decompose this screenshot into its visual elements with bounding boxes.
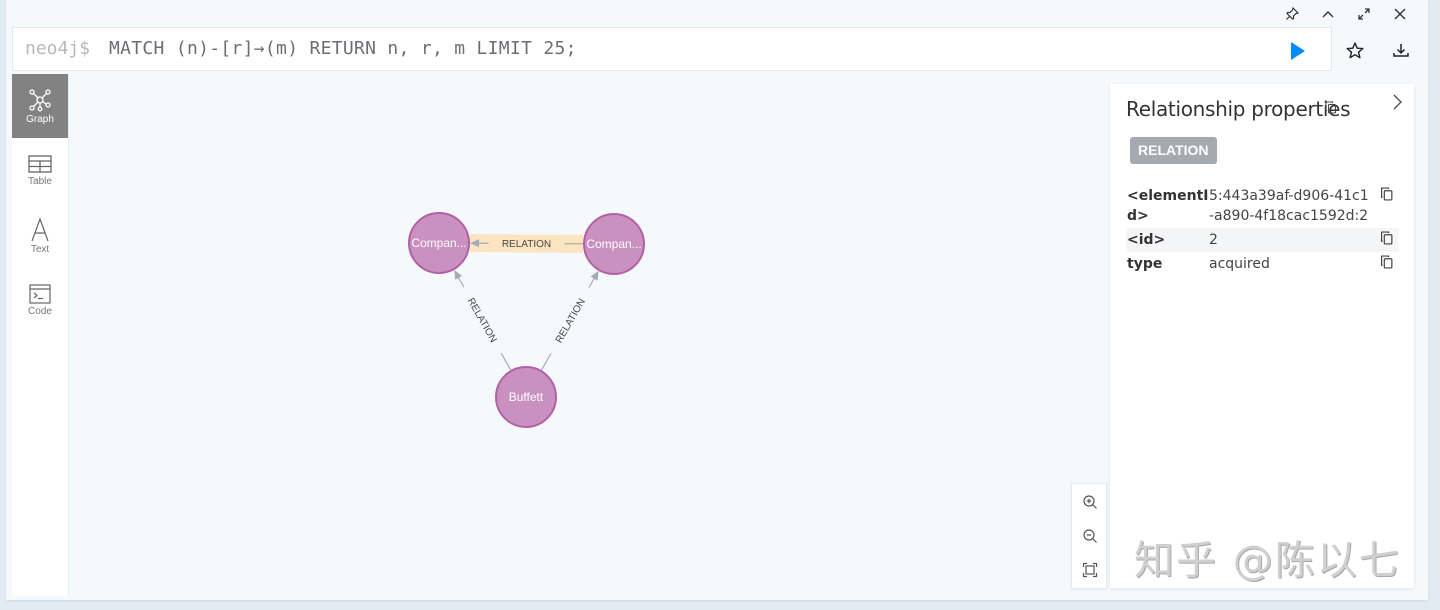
- graph-node[interactable]: Compan...: [408, 212, 470, 274]
- properties-table: <elementI d> 5:443a39af-d906-41c1-a890-4…: [1126, 184, 1398, 276]
- arrowhead-icon: [454, 269, 463, 280]
- arrowhead-icon: [469, 239, 480, 248]
- fit-icon[interactable]: [1080, 560, 1100, 580]
- node-circle: [495, 366, 557, 428]
- sidebar-item-code[interactable]: Code: [12, 270, 68, 334]
- sidebar-item-graph[interactable]: Graph: [12, 74, 68, 138]
- node-label: Buffett: [509, 390, 544, 404]
- edge-line: [457, 275, 465, 288]
- property-value: 2: [1209, 232, 1218, 248]
- copy-icon[interactable]: [1380, 231, 1394, 245]
- property-key: type: [1127, 256, 1163, 272]
- copy-icon[interactable]: [1380, 187, 1394, 201]
- collapse-icon[interactable]: [1318, 4, 1338, 24]
- copy-icon[interactable]: [1380, 255, 1394, 269]
- graph-node[interactable]: Compan...: [583, 213, 645, 275]
- play-icon: [1291, 42, 1305, 60]
- watermark: 知乎 @陈以七: [1134, 538, 1401, 584]
- favorite-button[interactable]: [1342, 38, 1368, 64]
- edge-label: RELATION: [554, 297, 588, 345]
- property-row: type acquired: [1126, 252, 1398, 276]
- property-row: <id> 2: [1126, 228, 1398, 252]
- sidebar-item-table[interactable]: Table: [12, 140, 68, 204]
- zoom-in-icon[interactable]: [1080, 492, 1100, 512]
- window-controls: [1282, 4, 1410, 24]
- property-row: <elementI d> 5:443a39af-d906-41c1-a890-4…: [1126, 184, 1398, 228]
- edge-line: [540, 353, 552, 371]
- query-editor[interactable]: neo4j$ MATCH (n)-[r]→(m) RETURN n, r, m …: [12, 27, 1332, 71]
- star-icon: [1346, 42, 1364, 59]
- query-text[interactable]: MATCH (n)-[r]→(m) RETURN n, r, m LIMIT 2…: [109, 38, 577, 59]
- relationship-properties-panel: Relationship properties RELATION <elemen…: [1110, 84, 1414, 588]
- sidebar-item-label: Code: [28, 306, 52, 317]
- relationship-type-badge[interactable]: RELATION: [1130, 137, 1217, 164]
- sidebar-item-label: Text: [30, 244, 50, 255]
- property-value: 5:443a39af-d906-41c1-a890-4f18cac1592d:2: [1209, 188, 1369, 224]
- graph-canvas[interactable]: RELATION RELATION RELATION Compan... Compan…: [69, 74, 1428, 596]
- node-label: Compan...: [586, 237, 641, 251]
- panel-title: Relationship properties: [1126, 97, 1351, 121]
- relationship-edge[interactable]: RELATION: [454, 269, 512, 371]
- zoom-out-icon[interactable]: [1080, 526, 1100, 546]
- table-icon: [28, 155, 52, 173]
- edge-label: RELATION: [465, 296, 499, 344]
- arrowhead-icon: [590, 270, 599, 281]
- node-label: Compan...: [411, 236, 466, 250]
- edge-line: [588, 276, 596, 288]
- property-key: <id>: [1127, 232, 1166, 248]
- node-circle: [408, 212, 470, 274]
- edge-line: [500, 352, 512, 371]
- edge-label: RELATION: [502, 239, 551, 250]
- relationship-edge[interactable]: RELATION: [540, 270, 599, 371]
- chevron-right-icon[interactable]: [1387, 92, 1407, 112]
- fullscreen-icon[interactable]: [1354, 4, 1374, 24]
- pin-icon[interactable]: [1282, 4, 1302, 24]
- graph-icon: [29, 89, 51, 112]
- download-icon: [1393, 44, 1409, 57]
- close-icon[interactable]: [1390, 4, 1410, 24]
- sidebar-item-label: Table: [28, 176, 52, 187]
- relationship-edge[interactable]: RELATION: [469, 234, 584, 253]
- editor-prompt: neo4j$: [25, 38, 91, 59]
- code-icon: [29, 284, 51, 304]
- result-frame: neo4j$ MATCH (n)-[r]→(m) RETURN n, r, m …: [6, 0, 1428, 600]
- node-circle: [583, 213, 645, 275]
- text-icon: [31, 218, 49, 242]
- sidebar-item-label: Graph: [26, 114, 54, 125]
- edge-highlight: [469, 234, 584, 253]
- sidebar-item-text[interactable]: Text: [12, 204, 68, 268]
- zoom-controls: [1071, 483, 1107, 589]
- graph-node[interactable]: Buffett: [495, 366, 557, 428]
- view-sidebar: Graph Table Text Code: [12, 74, 69, 596]
- run-button[interactable]: [1288, 40, 1308, 62]
- property-value: acquired: [1209, 256, 1270, 272]
- property-key: <elementI d>: [1127, 188, 1209, 224]
- download-button[interactable]: [1388, 38, 1414, 64]
- copy-icon[interactable]: [1325, 101, 1337, 114]
